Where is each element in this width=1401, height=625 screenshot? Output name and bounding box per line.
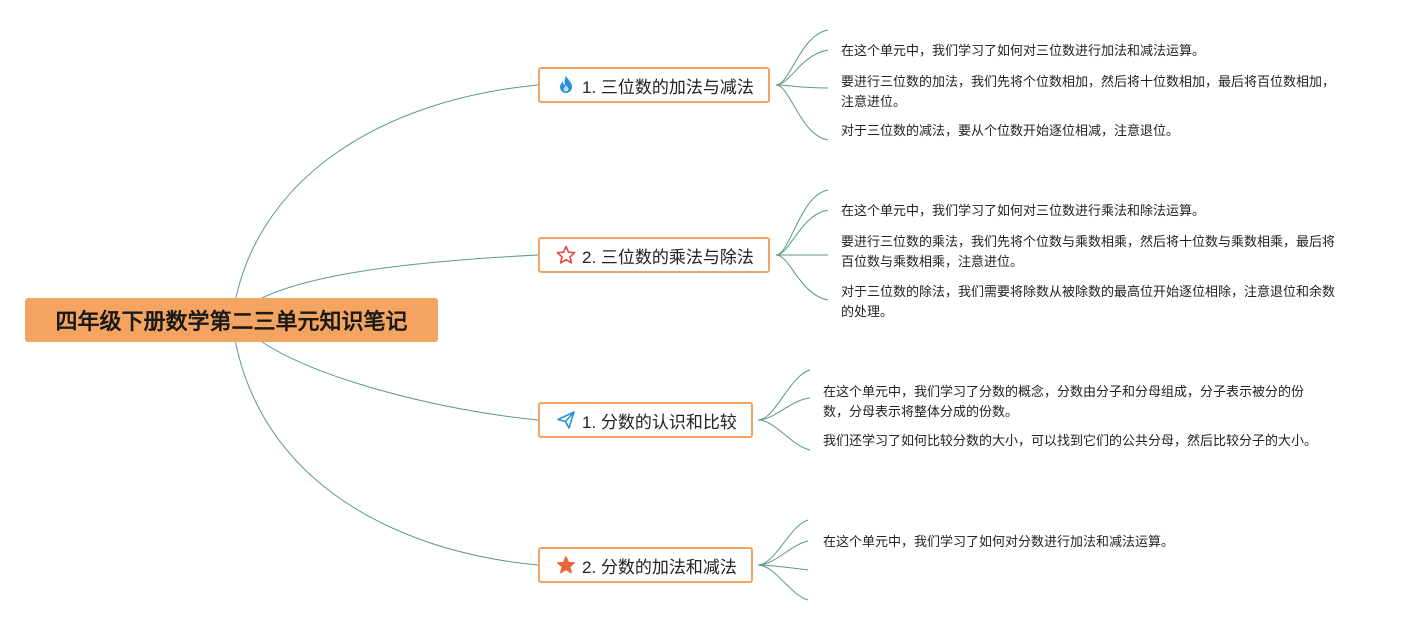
link-b1-n1	[775, 49, 829, 86]
star-filled-icon	[556, 555, 576, 575]
note-1-3: 对于三位数的减法，要从个位数开始逐位相减，注意退位。	[841, 123, 1180, 138]
link-b2-n1	[775, 209, 829, 256]
flame-icon	[556, 75, 576, 95]
link-root-branch-4	[231, 319, 539, 566]
root-topic[interactable]: 四年级下册数学第二三单元知识笔记	[25, 298, 438, 342]
star-outline-icon	[556, 245, 576, 265]
link-root-branch-3	[261, 341, 539, 421]
link-b1-n2	[775, 84, 829, 89]
note-2-2: 要进行三位数的乘法，我们先将个位数与乘数相乘，然后将十位数与乘数相乘，最后将百位…	[841, 234, 1336, 269]
branch-topic-2[interactable]: 2. 三位数的乘法与除法	[538, 237, 770, 273]
link-root-branch-2	[261, 254, 539, 299]
paper-plane-icon	[556, 410, 576, 430]
note-4-1: 在这个单元中，我们学习了如何对分数进行加法和减法运算。	[823, 534, 1175, 549]
link-b2-top	[775, 189, 829, 256]
branch-topic-2-label: 2. 三位数的乘法与除法	[582, 247, 754, 267]
note-2-1: 在这个单元中，我们学习了如何对三位数进行乘法和除法运算。	[841, 203, 1206, 218]
branch-topic-1-label: 1. 三位数的加法与减法	[582, 77, 754, 97]
link-b4-top	[757, 519, 809, 566]
branch-topic-4[interactable]: 2. 分数的加法和减法	[538, 547, 753, 583]
link-b4-n1	[757, 540, 809, 566]
note-3-2: 我们还学习了如何比较分数的大小，可以找到它们的公共分母，然后比较分子的大小。	[823, 433, 1318, 448]
link-b3-n2	[757, 419, 811, 451]
link-b1-top	[775, 29, 829, 86]
branch-topic-4-label: 2. 分数的加法和减法	[582, 557, 737, 577]
link-b3-n1	[757, 397, 811, 421]
note-2-3: 对于三位数的除法，我们需要将除数从被除数的最高位开始逐位相除，注意退位和余数的处…	[841, 284, 1336, 319]
branch-topic-3-label: 1. 分数的认识和比较	[582, 412, 737, 432]
note-3-1: 在这个单元中，我们学习了分数的概念，分数由分子和分母组成，分子表示被分的份数，分…	[823, 384, 1305, 419]
link-b4-n3	[757, 564, 809, 601]
link-b2-n3	[775, 254, 829, 301]
link-b3-top	[757, 369, 811, 421]
note-1-1: 在这个单元中，我们学习了如何对三位数进行加法和减法运算。	[841, 43, 1206, 58]
link-b1-n3	[775, 84, 829, 141]
link-b4-n2	[757, 564, 809, 571]
root-topic-label: 四年级下册数学第二三单元知识笔记	[55, 309, 408, 334]
note-1-2: 要进行三位数的加法，我们先将个位数相加，然后将十位数相加，最后将百位数相加，注意…	[841, 74, 1336, 109]
branch-topic-3[interactable]: 1. 分数的认识和比较	[538, 402, 753, 438]
link-root-branch-1	[231, 84, 539, 321]
branch-topic-1[interactable]: 1. 三位数的加法与减法	[538, 67, 770, 103]
